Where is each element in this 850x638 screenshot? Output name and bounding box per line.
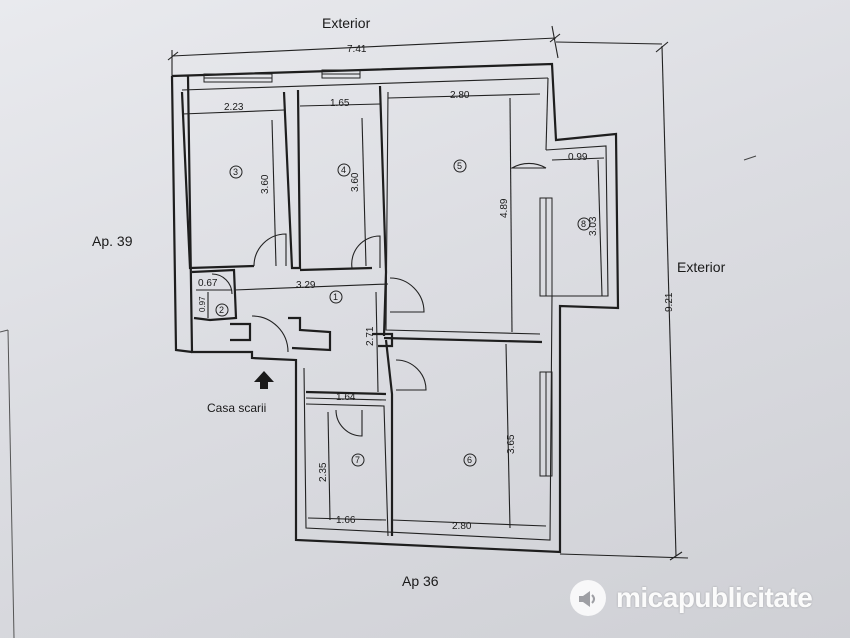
hall-width-value: 3.29 bbox=[296, 280, 316, 291]
room4-width-value: 1.65 bbox=[330, 98, 350, 109]
megaphone-icon bbox=[570, 580, 606, 616]
ap-39-label: Ap. 39 bbox=[92, 233, 133, 249]
hall-height-value: 2.71 bbox=[365, 326, 376, 346]
room5-height-value: 4.89 bbox=[499, 198, 510, 218]
exterior-right-label: Exterior bbox=[677, 259, 726, 275]
dimension-lines bbox=[181, 93, 605, 529]
top-windows bbox=[203, 69, 361, 83]
exterior-top-label: Exterior bbox=[322, 15, 371, 31]
room-6-marker: 6 bbox=[463, 453, 477, 467]
room5-width-value: 2.80 bbox=[450, 90, 470, 101]
room-5-marker: 5 bbox=[453, 159, 467, 173]
room3-width-value: 2.23 bbox=[224, 102, 244, 113]
total-width-dimension bbox=[167, 25, 663, 76]
room6-height-value: 3.65 bbox=[506, 434, 517, 454]
room3-height-value: 3.60 bbox=[260, 174, 271, 194]
room-1-number: 1 bbox=[333, 292, 338, 302]
paper-edge-top bbox=[0, 329, 9, 333]
room-8-marker: 8 bbox=[577, 217, 591, 231]
total-height-value: 9.21 bbox=[664, 292, 675, 312]
room-7-marker: 7 bbox=[351, 453, 365, 467]
room-6-number: 6 bbox=[467, 455, 472, 465]
total-width-value: 7.41 bbox=[347, 44, 367, 55]
room-2-number: 2 bbox=[219, 305, 224, 315]
room-3-number: 3 bbox=[233, 167, 238, 177]
total-height-dimension bbox=[559, 41, 689, 561]
room-2-marker: 2 bbox=[215, 303, 229, 317]
paper-edge bbox=[7, 329, 15, 638]
room2-width-value: 0.67 bbox=[198, 278, 218, 289]
room-5-number: 5 bbox=[457, 161, 462, 171]
room4-height-value: 3.60 bbox=[350, 172, 361, 192]
room-8-number: 8 bbox=[581, 219, 586, 229]
stairs-label: Casa scarii bbox=[207, 401, 266, 415]
interior-walls bbox=[180, 85, 543, 537]
room6-width-value: 2.80 bbox=[452, 521, 472, 532]
room-4-number: 4 bbox=[341, 165, 346, 175]
ap-36-label: Ap 36 bbox=[402, 573, 439, 589]
room-7-number: 7 bbox=[355, 455, 360, 465]
room-1-marker: 1 bbox=[329, 290, 343, 304]
room7-top-width-value: 1.64 bbox=[336, 392, 356, 403]
watermark: micapublicitate bbox=[568, 576, 813, 620]
stairs-arrow-icon bbox=[254, 371, 274, 389]
watermark-text: micapublicitate bbox=[616, 582, 813, 613]
room8-height-value: 3.03 bbox=[588, 216, 599, 236]
room7-bottom-width-value: 1.66 bbox=[336, 515, 356, 526]
room2-height-value: 0.97 bbox=[198, 296, 207, 312]
room8-width-value: 0.99 bbox=[568, 152, 588, 163]
room7-height-value: 2.35 bbox=[318, 462, 329, 482]
pen-mark bbox=[743, 155, 757, 161]
right-windows bbox=[539, 197, 553, 477]
door-swings bbox=[211, 162, 547, 437]
room-4-marker: 4 bbox=[337, 163, 351, 177]
room-3-marker: 3 bbox=[229, 165, 243, 179]
outer-walls bbox=[170, 62, 620, 554]
